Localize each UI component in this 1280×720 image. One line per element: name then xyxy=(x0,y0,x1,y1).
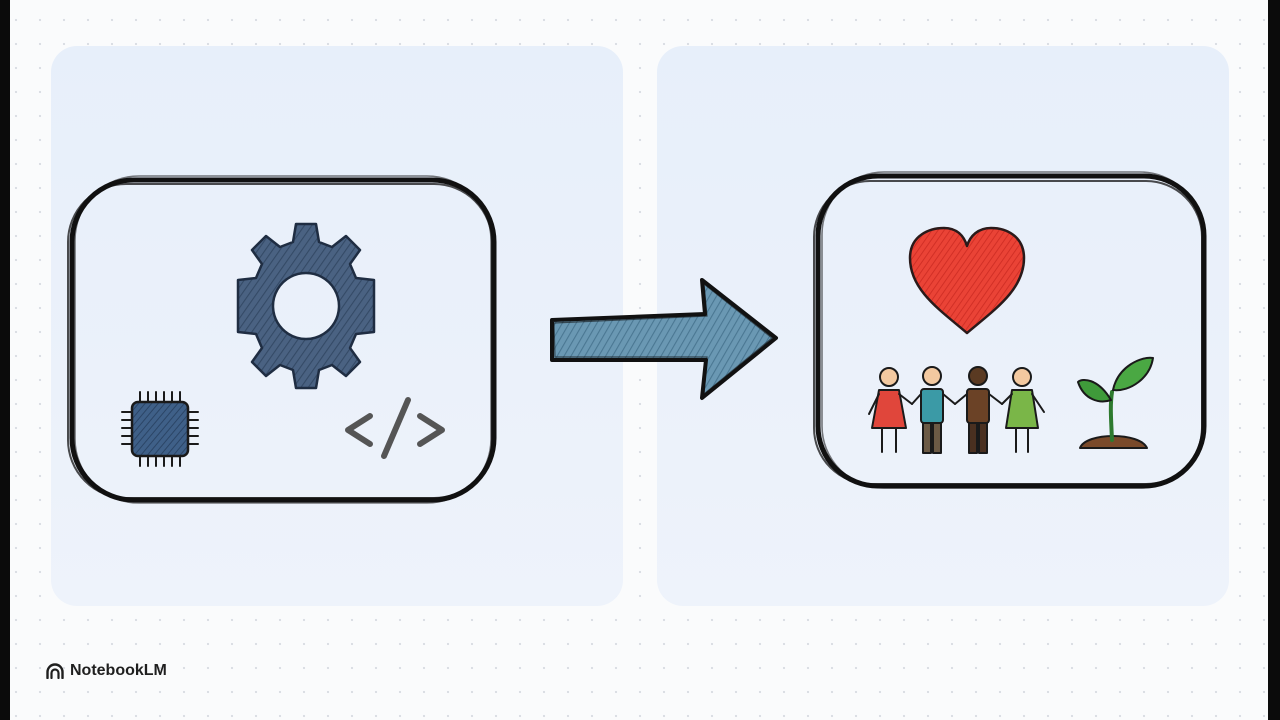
person-brown xyxy=(954,366,1003,454)
code-brackets-icon xyxy=(345,397,445,459)
people-holding-hands-icon xyxy=(868,366,1045,454)
left-sketch-frame xyxy=(67,175,497,504)
gear-icon xyxy=(236,222,376,390)
heart-icon xyxy=(908,226,1026,335)
right-sketch-frame xyxy=(813,171,1207,489)
frame-edge-right xyxy=(1268,0,1280,720)
person-red xyxy=(868,367,913,453)
brand-watermark: NotebookLM xyxy=(46,660,167,682)
brand-name: NotebookLM xyxy=(70,662,167,679)
sprout-icon xyxy=(1077,356,1154,449)
person-green xyxy=(1001,367,1045,453)
person-teal xyxy=(911,366,956,454)
frame-edge-left xyxy=(0,0,10,720)
microchip-icon xyxy=(121,391,199,467)
arrow-right-icon xyxy=(550,278,778,400)
notebooklm-logo-icon xyxy=(46,663,64,679)
